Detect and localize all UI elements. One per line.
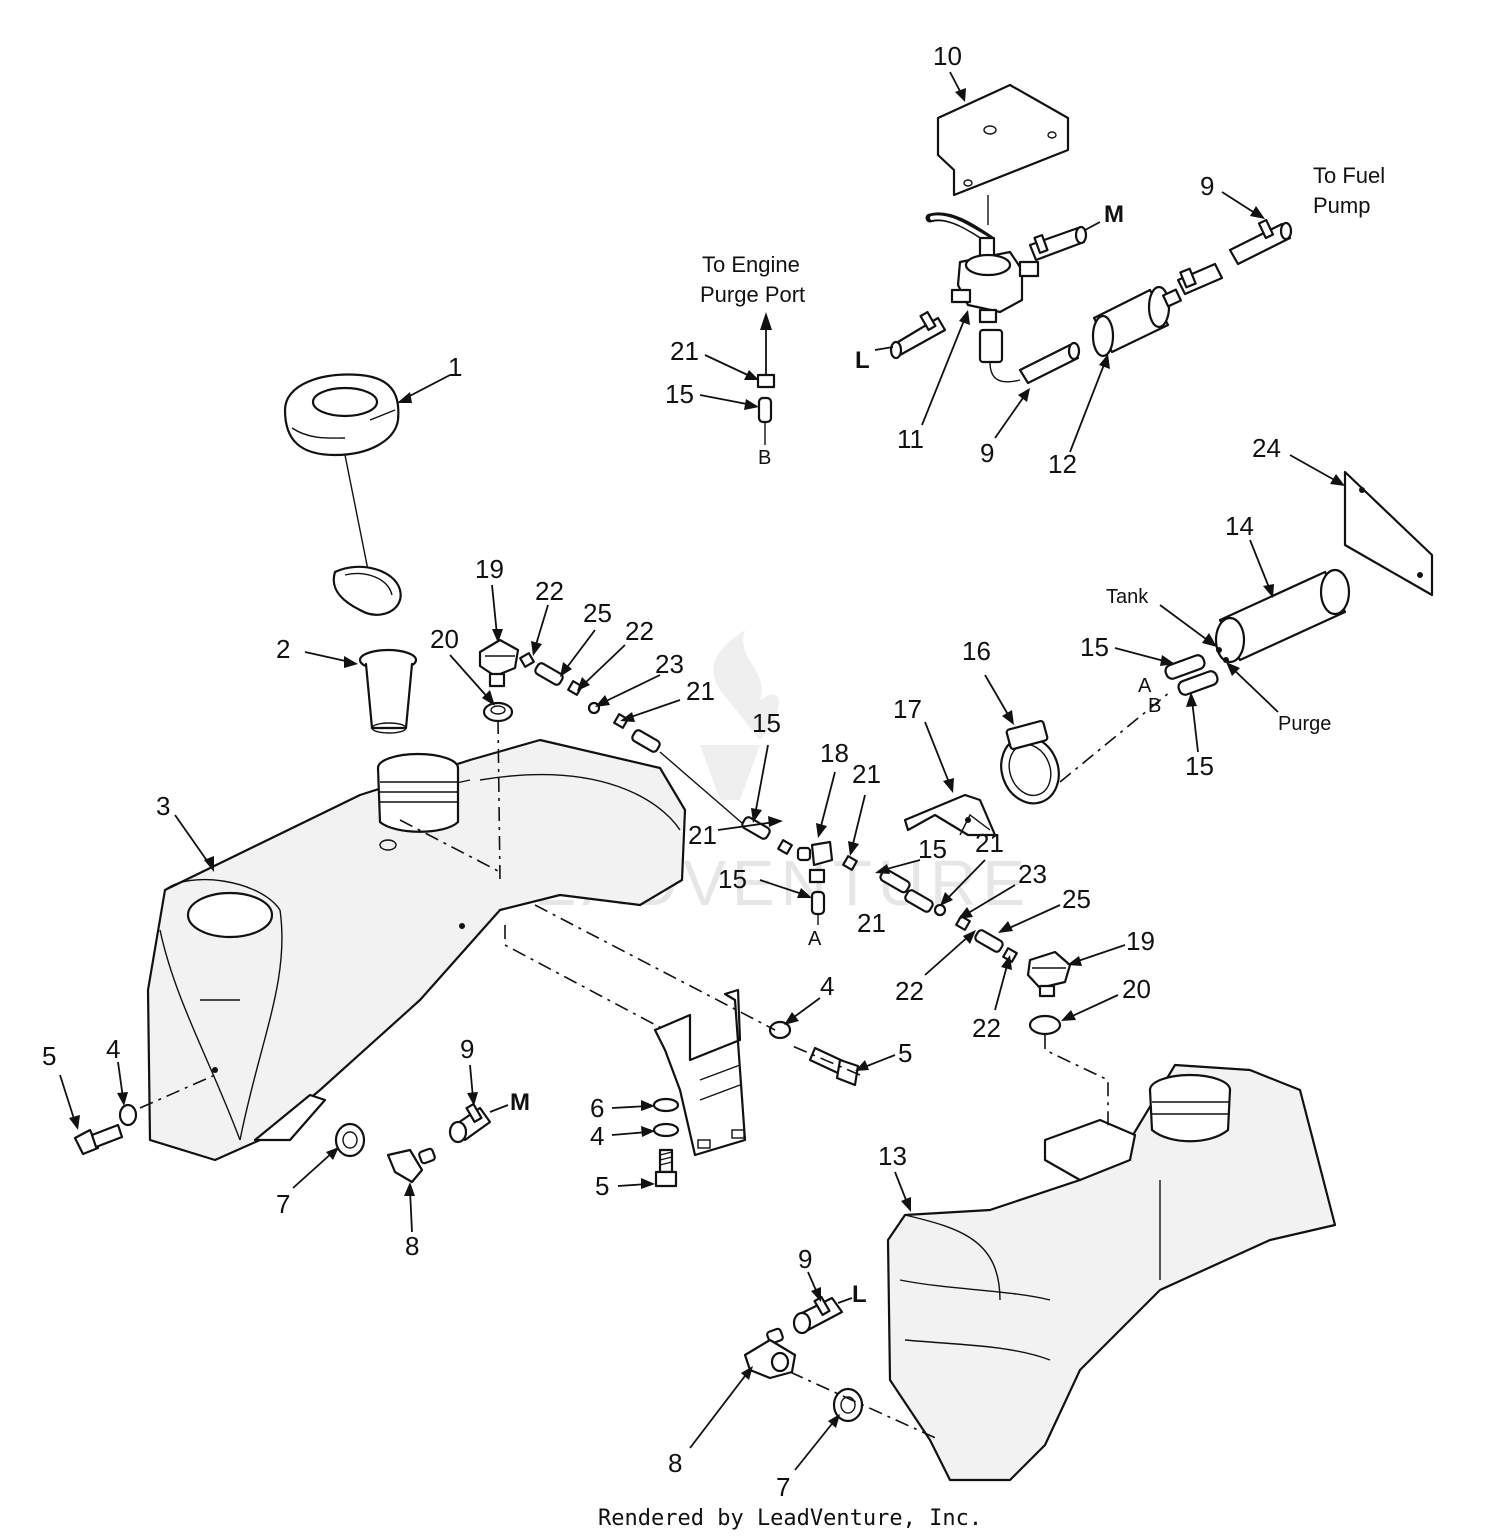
part-17-bracket bbox=[903, 793, 997, 837]
callout-7-left: 7 bbox=[276, 1189, 290, 1219]
part-2-strainer bbox=[358, 648, 418, 734]
label-to-engine-line1: To Engine bbox=[702, 252, 800, 277]
callout-21-mid-left: 21 bbox=[688, 820, 717, 850]
callout-15-purge: 15 bbox=[665, 379, 694, 409]
label-connector-m-left: M bbox=[510, 1089, 530, 1116]
label-connector-a-tee: A bbox=[808, 928, 822, 950]
callout-22-top-b: 22 bbox=[625, 616, 654, 646]
part-24-decal bbox=[1343, 470, 1434, 597]
callout-2: 2 bbox=[276, 634, 290, 664]
callout-21-right: 21 bbox=[975, 828, 1004, 858]
callout-10: 10 bbox=[933, 41, 962, 71]
label-connector-m-top: M bbox=[1104, 201, 1124, 228]
callout-4-left: 4 bbox=[106, 1034, 120, 1064]
label-to-engine-line2: Purge Port bbox=[700, 282, 805, 307]
part-16-clamp bbox=[1000, 719, 1060, 805]
label-connector-l-right: L bbox=[852, 1281, 867, 1308]
callout-14: 14 bbox=[1225, 511, 1254, 541]
callout-9-right: 9 bbox=[798, 1244, 812, 1274]
canister-hoses bbox=[1164, 654, 1219, 696]
engine-purge-connection bbox=[756, 312, 776, 445]
callout-11: 11 bbox=[897, 424, 924, 454]
callout-1: 1 bbox=[448, 352, 462, 382]
label-to-fuel-line1: To Fuel bbox=[1313, 163, 1385, 188]
callout-24: 24 bbox=[1252, 433, 1281, 463]
callout-16: 16 bbox=[962, 636, 991, 666]
part-14-canister bbox=[1214, 568, 1351, 664]
callout-3: 3 bbox=[156, 791, 170, 821]
part-10-bracket bbox=[936, 83, 1070, 225]
callout-4-right: 4 bbox=[820, 971, 834, 1001]
callout-21-top: 21 bbox=[686, 676, 715, 706]
callout-8-right: 8 bbox=[668, 1448, 682, 1478]
callout-9-top: 9 bbox=[1200, 171, 1214, 201]
leader-lines bbox=[59, 71, 1345, 1471]
right-outlet-fittings bbox=[743, 1295, 864, 1423]
callout-21-purge: 21 bbox=[670, 336, 699, 366]
callout-19-top: 19 bbox=[475, 554, 504, 584]
callout-25-right: 25 bbox=[1062, 884, 1091, 914]
assembly-lines bbox=[139, 691, 1171, 1441]
callout-8-left: 8 bbox=[405, 1231, 419, 1261]
callout-18: 18 bbox=[820, 738, 849, 768]
callout-15-mid: 15 bbox=[752, 708, 781, 738]
part-11-shutoff-valve bbox=[925, 212, 1040, 324]
label-connector-a-canister: A bbox=[1138, 675, 1152, 697]
part-3-left-tank bbox=[146, 738, 687, 1162]
label-connector-b-purge: B bbox=[758, 447, 771, 469]
text-labels: To Engine Purge Port To Fuel Pump Tank P… bbox=[510, 163, 1385, 1308]
mounting-bracket bbox=[73, 988, 860, 1188]
callout-15-left: 15 bbox=[718, 864, 747, 894]
callout-numbers: 1 2 3 4 4 4 5 5 5 6 7 7 8 8 9 9 9 9 10 1… bbox=[42, 41, 1281, 1502]
callout-20-lower: 20 bbox=[1122, 974, 1151, 1004]
callout-15-canister-a: 15 bbox=[1080, 632, 1109, 662]
callout-23-right: 23 bbox=[1018, 859, 1047, 889]
callout-25-top: 25 bbox=[583, 598, 612, 628]
render-credit: Rendered by LeadVenture, Inc. bbox=[598, 1506, 982, 1531]
callout-4-center: 4 bbox=[590, 1121, 604, 1151]
callout-21-mid-right: 21 bbox=[852, 759, 881, 789]
callout-21-lower: 21 bbox=[857, 908, 886, 938]
callout-22-top-a: 22 bbox=[535, 576, 564, 606]
label-connector-b-canister: B bbox=[1148, 695, 1161, 717]
label-to-fuel-line2: Pump bbox=[1313, 193, 1370, 218]
callout-5-left: 5 bbox=[42, 1041, 56, 1071]
label-tank: Tank bbox=[1106, 586, 1149, 608]
callout-23-top: 23 bbox=[655, 649, 684, 679]
callout-7-right: 7 bbox=[776, 1472, 790, 1502]
callout-12: 12 bbox=[1048, 449, 1077, 479]
callout-17: 17 bbox=[893, 694, 922, 724]
callout-22-lower-b: 22 bbox=[972, 1013, 1001, 1043]
callout-9-left: 9 bbox=[460, 1034, 474, 1064]
label-purge: Purge bbox=[1278, 713, 1331, 735]
callout-20-top: 20 bbox=[430, 624, 459, 654]
callout-22-lower-a: 22 bbox=[895, 976, 924, 1006]
callout-19-lower: 19 bbox=[1126, 926, 1155, 956]
upper-hoses bbox=[889, 218, 1293, 385]
callout-15-canister-b: 15 bbox=[1185, 751, 1214, 781]
callout-9-mid: 9 bbox=[980, 438, 994, 468]
callout-5-center: 5 bbox=[595, 1171, 609, 1201]
callout-6: 6 bbox=[590, 1093, 604, 1123]
left-outlet-fittings bbox=[334, 1102, 492, 1184]
callout-5-right: 5 bbox=[898, 1038, 912, 1068]
part-13-right-tank bbox=[886, 1063, 1337, 1482]
purge-line-upper bbox=[478, 638, 1072, 1036]
label-connector-l-top: L bbox=[855, 347, 870, 374]
callout-13: 13 bbox=[878, 1141, 907, 1171]
part-1-fuel-cap bbox=[283, 373, 402, 616]
callout-15-right: 15 bbox=[918, 834, 947, 864]
